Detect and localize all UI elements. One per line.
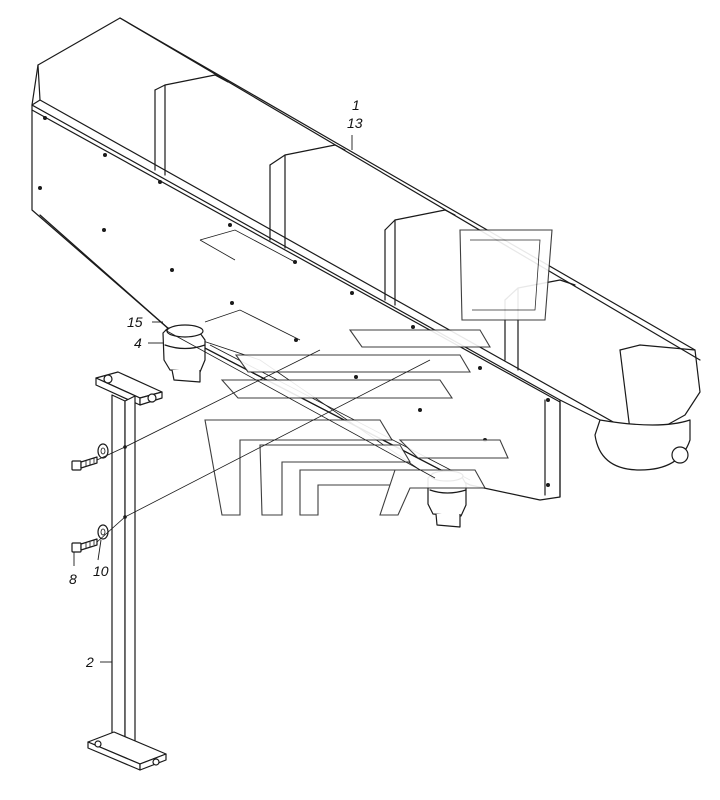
callout-15: 15: [127, 314, 143, 330]
callout-4: 4: [134, 335, 142, 351]
assembly-axes: [96, 329, 436, 543]
bracket-stand: [87, 371, 167, 771]
watermark-logo: [204, 229, 553, 516]
callout-1: 1: [352, 97, 360, 113]
callout-2: 2: [85, 654, 94, 670]
bolt-lower: [71, 538, 98, 553]
callout-13: 13: [347, 115, 363, 131]
bolt-upper: [71, 456, 98, 471]
callout-8: 8: [69, 571, 77, 587]
main-housing: [31, 17, 701, 501]
callouts: 1 13 15 4 8 10 2: [69, 97, 363, 670]
bolts: [71, 456, 98, 553]
washers: [97, 443, 109, 540]
left-outlet-nozzle: [162, 324, 206, 383]
callout-leaders: [73, 135, 353, 663]
callout-10: 10: [93, 563, 109, 579]
